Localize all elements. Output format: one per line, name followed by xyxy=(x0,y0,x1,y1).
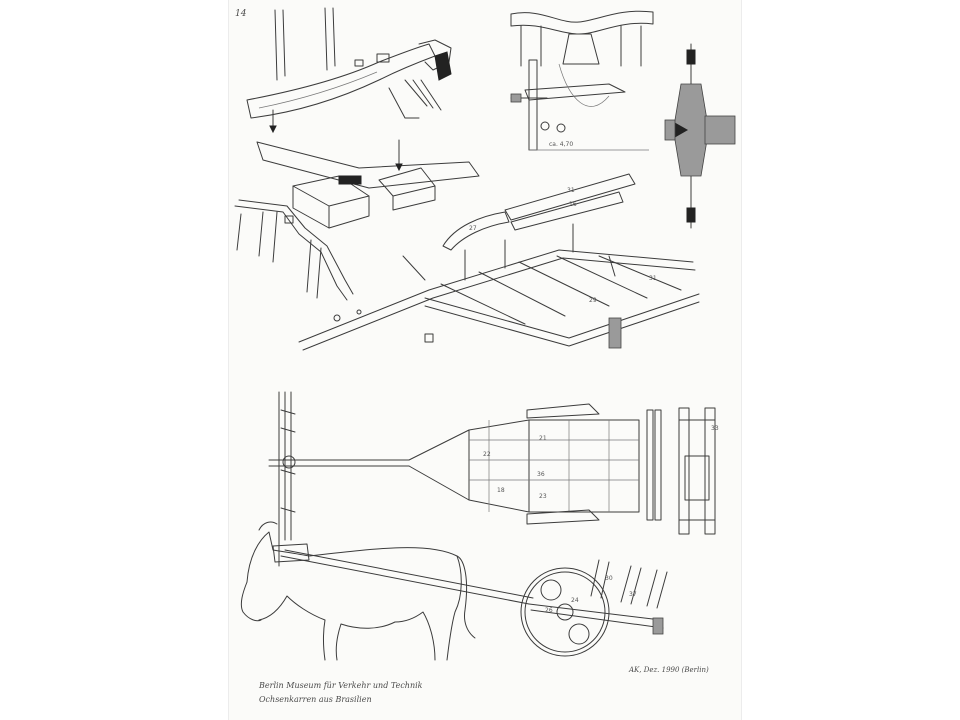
yoke-perspective xyxy=(234,199,354,301)
technical-drawing: 14 xyxy=(234,7,736,704)
caption-line2: Ochsenkarren aus Brasilien xyxy=(259,695,372,704)
beam-crossbar-joint xyxy=(256,139,480,229)
wheel-profile-detail xyxy=(664,43,736,229)
label-23: 23 xyxy=(539,493,547,500)
board-pieces: 31 16 27 xyxy=(442,173,636,251)
cart-plan-view: 22 21 36 18 23 xyxy=(268,391,662,541)
label-33: 33 xyxy=(711,425,719,432)
axle-front-elevation: ca. 4,70 xyxy=(510,10,654,151)
ox-cart-side-elevation: 26 24 37 30 xyxy=(240,391,668,661)
label-24: 24 xyxy=(571,597,579,604)
label-30: 30 xyxy=(605,575,613,582)
label-29: 29 xyxy=(589,297,597,304)
caption-line1: Berlin Museum für Verkehr und Technik xyxy=(258,681,423,690)
cart-frame-perspective: 31 29 xyxy=(298,223,700,351)
label-26: 26 xyxy=(545,607,553,614)
signature: AK, Dez. 1990 (Berlin) xyxy=(628,666,709,674)
label-27: 27 xyxy=(469,225,477,232)
drawing-sheet: 14 xyxy=(228,0,742,720)
label-36: 36 xyxy=(537,471,545,478)
label-21: 21 xyxy=(539,435,547,442)
label-16: 16 xyxy=(569,201,577,208)
label-37: 37 xyxy=(629,591,637,598)
label-18: 18 xyxy=(497,487,505,494)
yoke-joint-detail xyxy=(246,7,452,134)
label-31b: 31 xyxy=(649,275,657,282)
label-31: 31 xyxy=(567,187,575,194)
side-ladder-detail: 33 xyxy=(678,407,719,535)
dim-axle: ca. 4,70 xyxy=(549,141,573,148)
label-22: 22 xyxy=(483,451,491,458)
corner-mark: 14 xyxy=(235,9,247,19)
